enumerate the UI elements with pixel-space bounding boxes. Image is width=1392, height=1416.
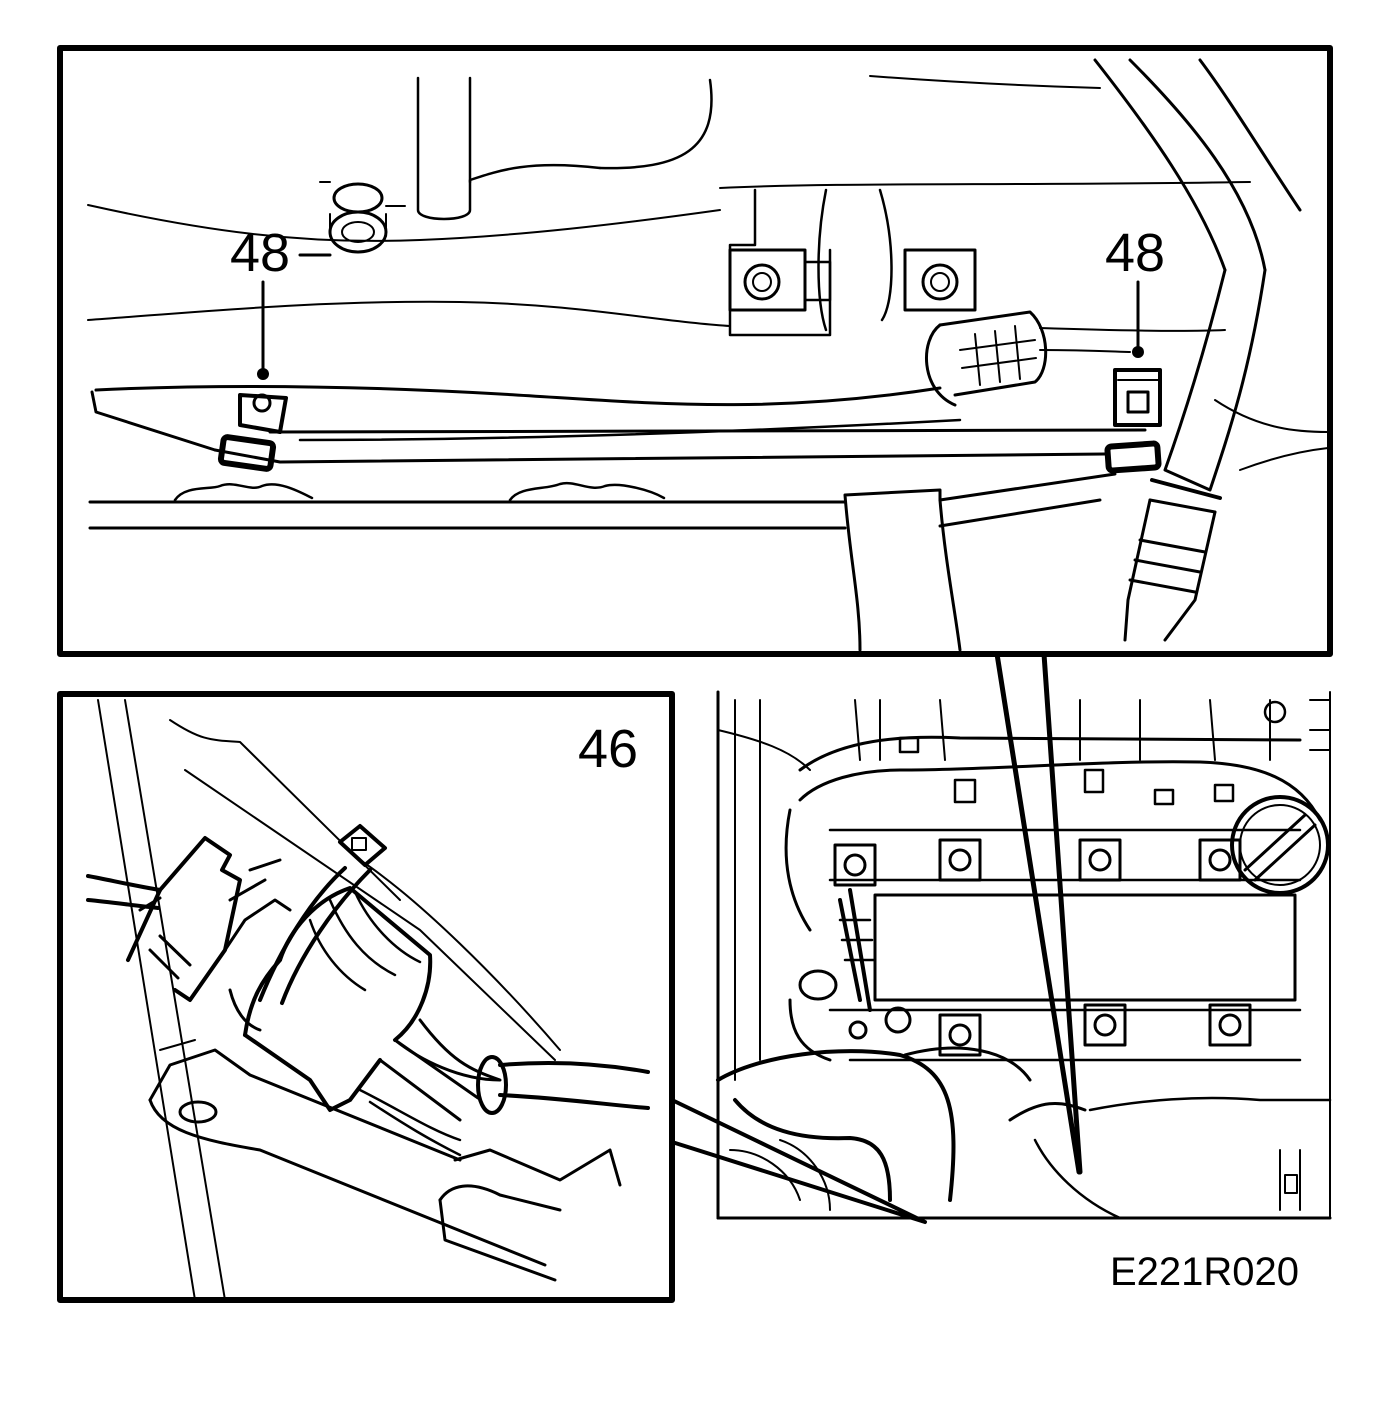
zoom-wedge [670, 1098, 927, 1224]
connector [126, 836, 292, 1002]
callout-48-right: 48 [1105, 223, 1166, 283]
callout-48-left: 48 [230, 223, 291, 283]
callout-46: 46 [578, 719, 639, 779]
figure-code: E221R020 [1110, 1250, 1300, 1294]
top-panel [57, 45, 1333, 657]
clip-left [238, 393, 288, 434]
zoom-line-left [994, 651, 1082, 1175]
clip-right [1113, 368, 1162, 427]
inset-frame [57, 691, 675, 1303]
top-panel-frame [57, 45, 1333, 657]
inset-panel [57, 691, 675, 1303]
zoom-line-right [1041, 651, 1083, 1175]
engine-view [716, 690, 1332, 1220]
